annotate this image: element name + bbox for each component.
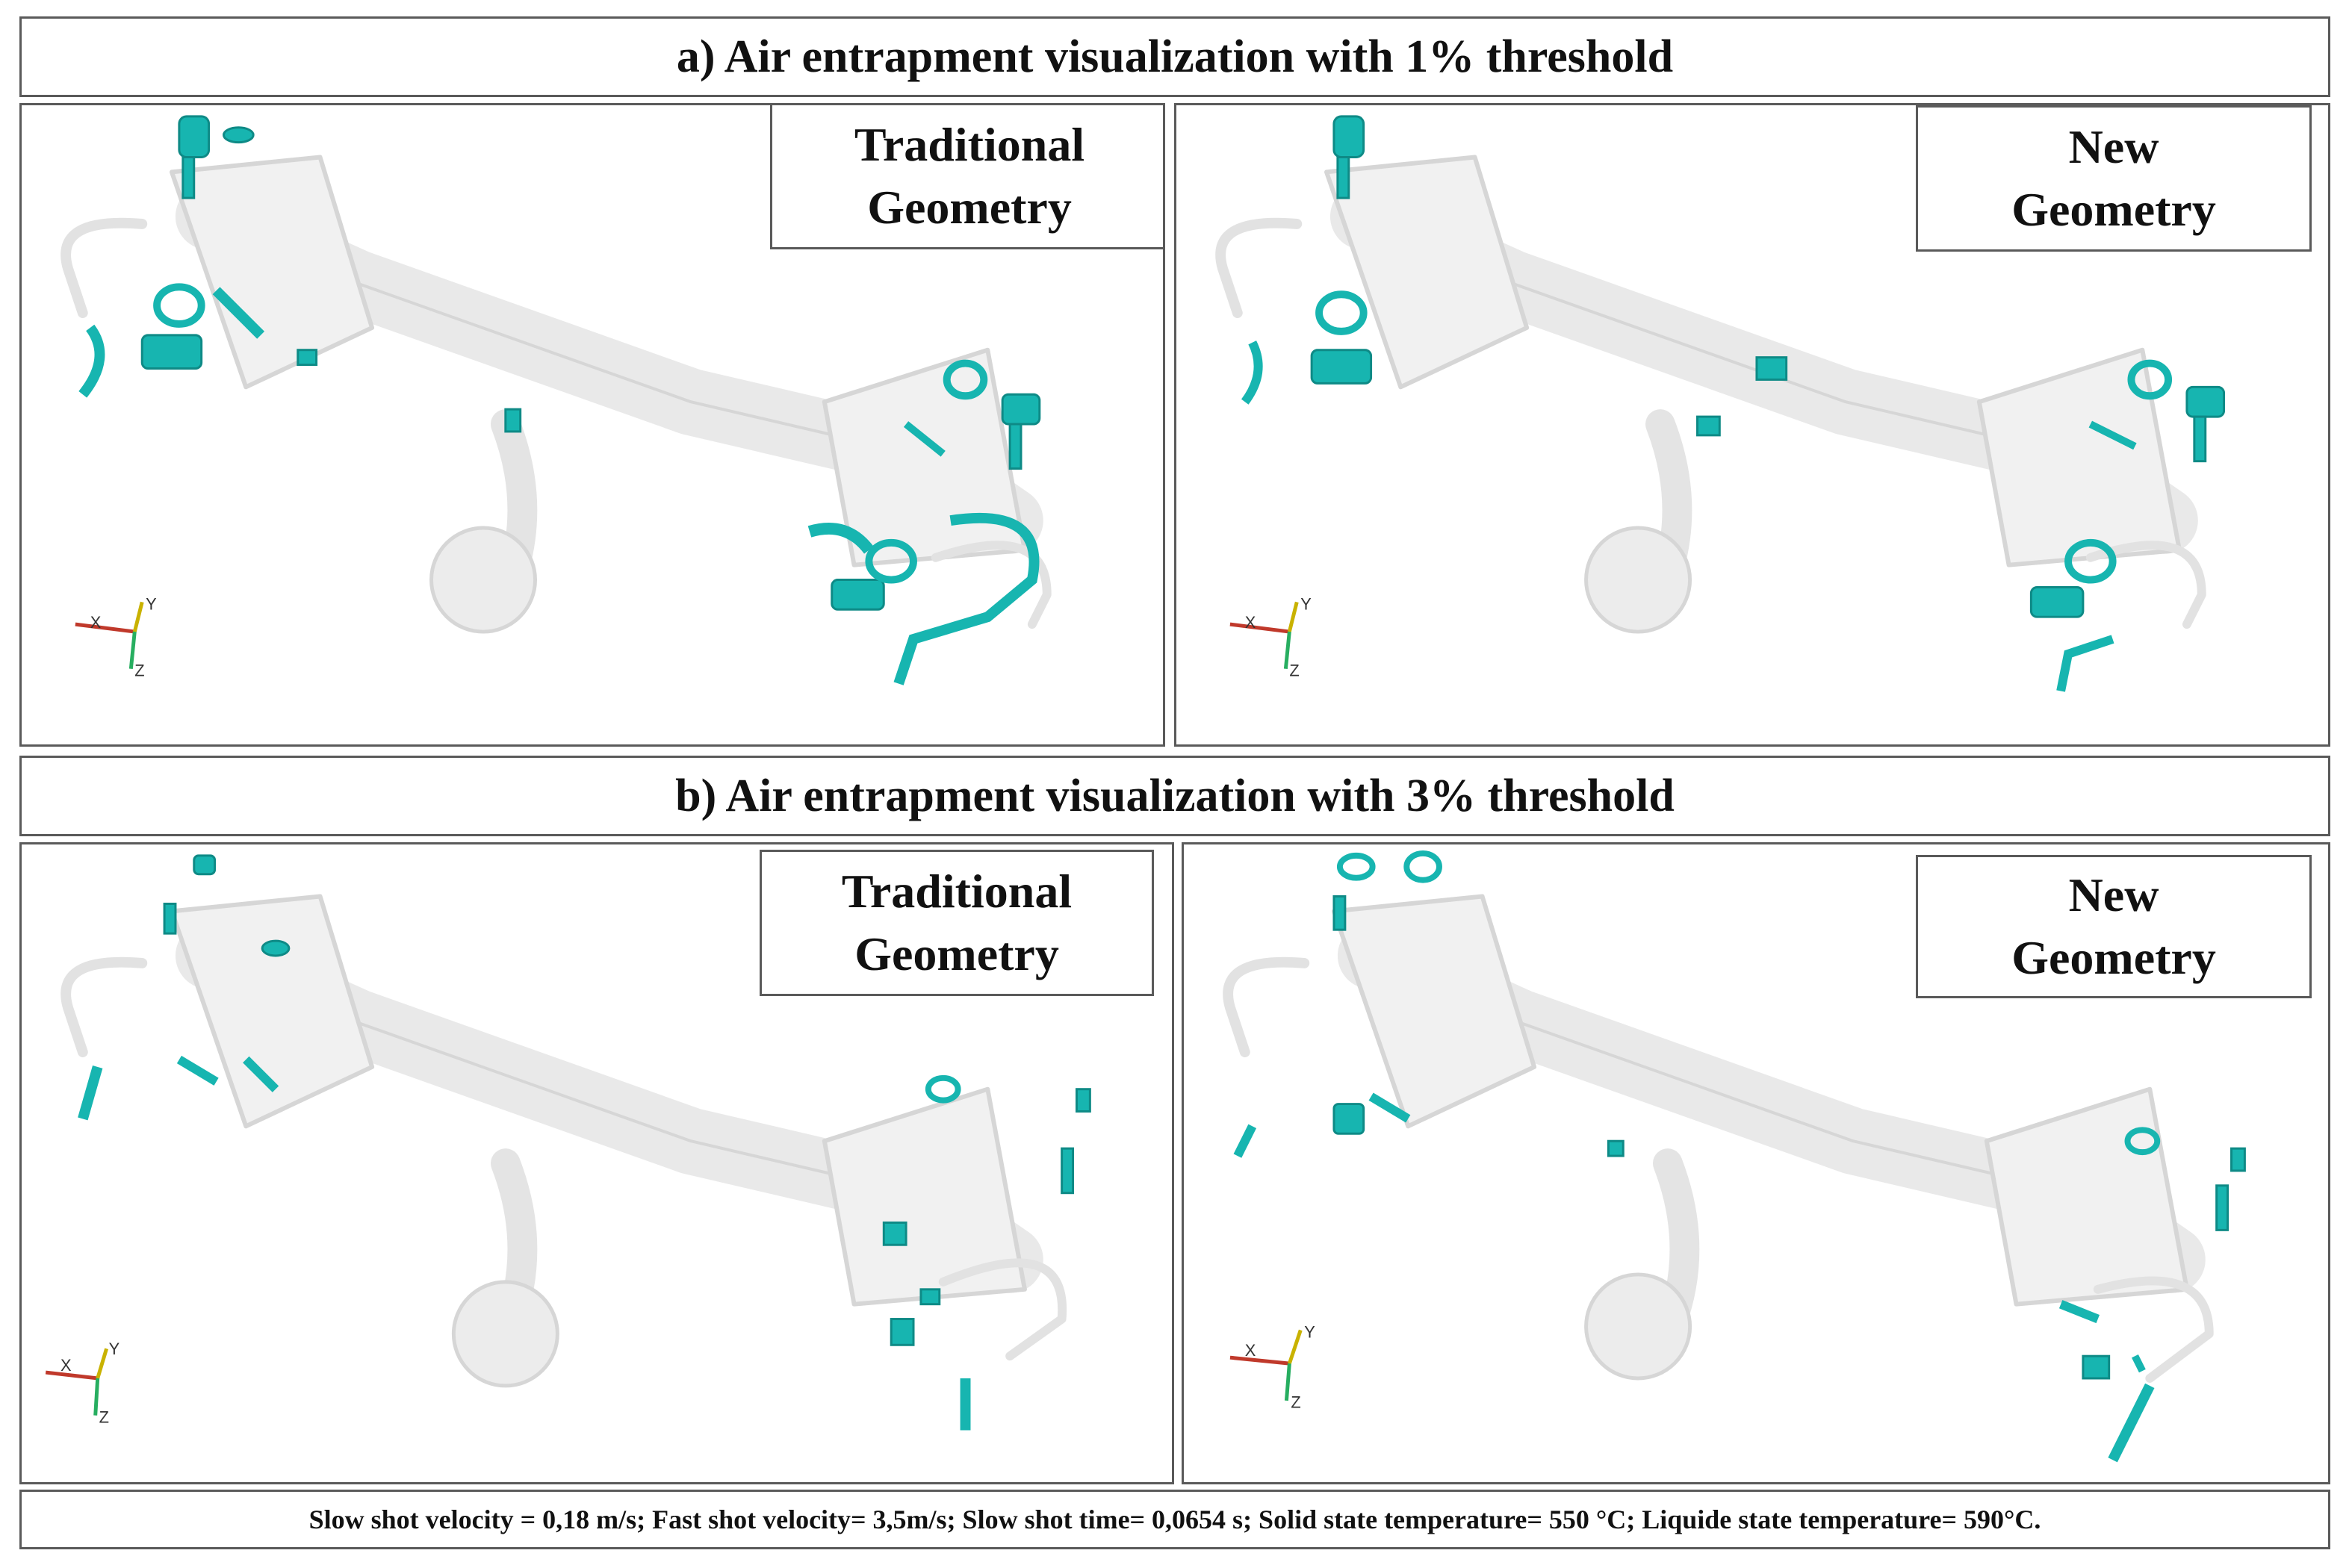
section-b-title: b) Air entrapment visualization with 3% … bbox=[19, 756, 2330, 836]
casting-render-a-traditional: X Y Z bbox=[60, 115, 1052, 685]
label-line-2: Geometry bbox=[854, 927, 1059, 980]
simulation-parameters-caption: Slow shot velocity = 0,18 m/s; Fast shot… bbox=[19, 1490, 2330, 1549]
axis-triad-icon: X Y Z bbox=[1229, 594, 1312, 680]
label-line-1: Traditional bbox=[841, 864, 1073, 918]
label-line-1: Traditional bbox=[854, 117, 1085, 171]
axis-y-label: Y bbox=[1300, 594, 1312, 613]
axis-x-label: X bbox=[1245, 1341, 1256, 1360]
panel-b-traditional: X Y Z Traditional Geometry bbox=[19, 842, 1174, 1484]
panel-a-new: X Y Z New Geometry bbox=[1174, 103, 2330, 747]
axis-z-label: Z bbox=[134, 662, 144, 680]
label-line-2: Geometry bbox=[867, 181, 1072, 234]
axis-z-label: Z bbox=[1289, 662, 1299, 680]
label-new-geometry: New Geometry bbox=[1916, 855, 2312, 998]
axis-triad-icon: X Y Z bbox=[1229, 1322, 1315, 1412]
label-line-2: Geometry bbox=[2011, 183, 2216, 236]
axis-x-label: X bbox=[90, 613, 102, 632]
axis-triad-icon: X Y Z bbox=[45, 1340, 120, 1427]
axis-z-label: Z bbox=[1291, 1393, 1300, 1412]
section-a-title: a) Air entrapment visualization with 1% … bbox=[19, 16, 2330, 97]
axis-y-label: Y bbox=[146, 594, 157, 613]
axis-x-label: X bbox=[60, 1356, 72, 1375]
axis-y-label: Y bbox=[1304, 1322, 1315, 1341]
label-traditional-geometry: Traditional Geometry bbox=[770, 105, 1163, 249]
casting-render-a-new: X Y Z bbox=[1215, 115, 2226, 692]
label-new-geometry: New Geometry bbox=[1916, 105, 2312, 252]
panel-a-traditional: X Y Z Traditional Geometry bbox=[19, 103, 1165, 747]
panel-b-new: X Y Z New Geometry bbox=[1182, 842, 2330, 1484]
label-line-2: Geometry bbox=[2011, 931, 2216, 984]
axis-triad-icon: X Y Z bbox=[75, 594, 157, 680]
label-line-1: New bbox=[2068, 119, 2159, 173]
axis-x-label: X bbox=[1245, 613, 1256, 632]
casting-render-b-traditional: X Y Z bbox=[45, 854, 1091, 1431]
axis-z-label: Z bbox=[99, 1408, 109, 1427]
axis-y-label: Y bbox=[109, 1340, 120, 1358]
label-line-1: New bbox=[2068, 868, 2159, 921]
label-traditional-geometry: Traditional Geometry bbox=[760, 850, 1154, 996]
casting-render-b-new: X Y Z bbox=[1223, 850, 2246, 1463]
